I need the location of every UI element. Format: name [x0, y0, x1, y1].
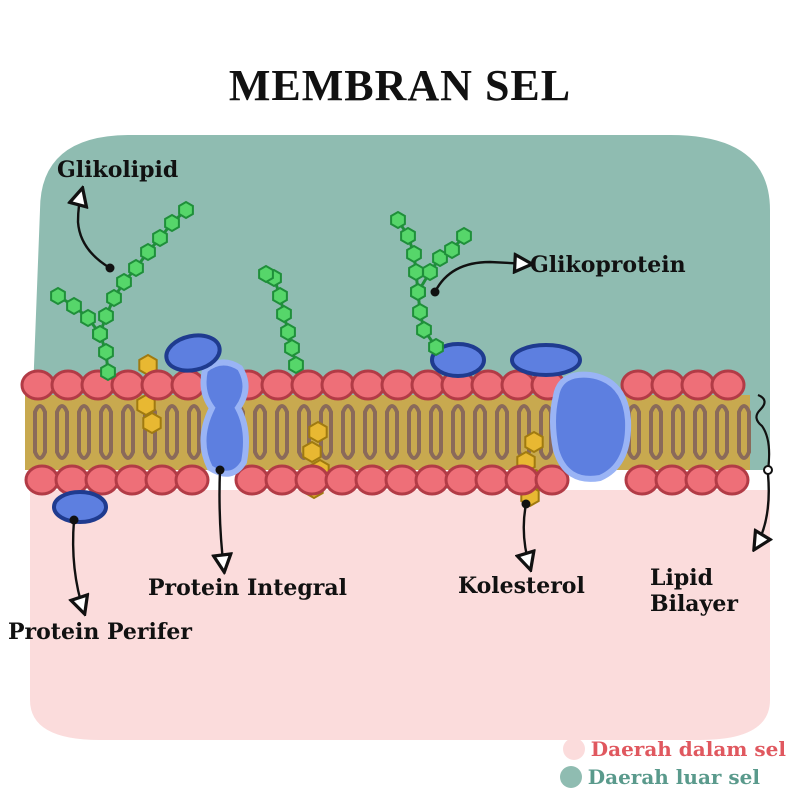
- sugar-unit: [289, 357, 303, 373]
- phospholipid-head-bottom: [86, 466, 118, 494]
- sugar-unit: [99, 308, 113, 324]
- phospholipid-head-bottom: [656, 466, 688, 494]
- sugar-unit: [281, 324, 295, 340]
- legend-swatch-inside: [563, 738, 585, 760]
- phospholipid-head-top: [352, 371, 384, 399]
- legend-item-inside: Daerah dalam sel: [563, 737, 786, 761]
- integral-protein: [553, 375, 628, 479]
- sugar-unit: [409, 264, 423, 280]
- integral-protein: [203, 362, 246, 473]
- sugar-unit: [141, 244, 155, 260]
- cholesterol-ring: [525, 432, 542, 452]
- phospholipid-head-bottom: [56, 466, 88, 494]
- sugar-unit: [445, 242, 459, 258]
- phospholipid-head-bottom: [686, 466, 718, 494]
- sugar-unit: [99, 344, 113, 360]
- legend-item-outside: Daerah luar sel: [560, 765, 760, 789]
- phospholipid-head-bottom: [476, 466, 508, 494]
- pointer-dot: [106, 264, 115, 273]
- sugar-unit: [407, 246, 421, 262]
- label-lipid-bilayer-line2: Bilayer: [650, 591, 738, 617]
- phospholipid-head-top: [622, 371, 654, 399]
- phospholipid-head-top: [412, 371, 444, 399]
- sugar-unit: [153, 230, 167, 246]
- sugar-unit: [81, 310, 95, 326]
- phospholipid-head-bottom: [386, 466, 418, 494]
- sugar-unit: [259, 266, 273, 282]
- sugar-unit: [423, 264, 437, 280]
- sugar-unit: [413, 304, 427, 320]
- phospholipid-head-bottom: [356, 466, 388, 494]
- peripheral-protein: [512, 345, 580, 375]
- phospholipid-head-top: [172, 371, 204, 399]
- phospholipid-head-top: [712, 371, 744, 399]
- legend-swatch-outside: [560, 766, 582, 788]
- phospholipid-head-top: [502, 371, 534, 399]
- cholesterol-ring: [303, 442, 320, 462]
- phospholipid-head-bottom: [716, 466, 748, 494]
- sugar-unit: [417, 322, 431, 338]
- phospholipid-head-bottom: [26, 466, 58, 494]
- sugar-unit: [117, 274, 131, 290]
- phospholipid-head-top: [382, 371, 414, 399]
- sugar-unit: [165, 215, 179, 231]
- pointer-dot: [70, 516, 79, 525]
- label-glikolipid: Glikolipid: [57, 157, 178, 183]
- phospholipid-head-bottom: [116, 466, 148, 494]
- sugar-unit: [429, 339, 443, 355]
- bilayer-brace-node: [764, 466, 772, 474]
- diagram-title: MEMBRAN SEL: [0, 60, 800, 111]
- sugar-unit: [67, 298, 81, 314]
- label-glikoprotein: Glikoprotein: [530, 252, 686, 278]
- phospholipid-head-top: [22, 371, 54, 399]
- label-protein-perifer: Protein Perifer: [8, 619, 192, 645]
- sugar-unit: [93, 326, 107, 342]
- sugar-unit: [411, 284, 425, 300]
- label-lipid-bilayer-line1: Lipid: [650, 565, 713, 591]
- sugar-unit: [277, 306, 291, 322]
- pointer-dot: [431, 288, 440, 297]
- phospholipid-head-bottom: [266, 466, 298, 494]
- legend-label-outside: Daerah luar sel: [588, 765, 760, 789]
- legend-label-inside: Daerah dalam sel: [591, 737, 786, 761]
- phospholipid-head-top: [292, 371, 324, 399]
- phospholipid-head-top: [112, 371, 144, 399]
- sugar-unit: [457, 228, 471, 244]
- sugar-unit: [273, 288, 287, 304]
- sugar-unit: [179, 202, 193, 218]
- phospholipid-head-top: [322, 371, 354, 399]
- cholesterol-ring: [309, 422, 326, 442]
- sugar-unit: [51, 288, 65, 304]
- phospholipid-head-bottom: [146, 466, 178, 494]
- sugar-unit: [401, 228, 415, 244]
- phospholipid-head-top: [52, 371, 84, 399]
- pointer-dot: [522, 500, 531, 509]
- phospholipid-head-top: [472, 371, 504, 399]
- phospholipid-head-bottom: [296, 466, 328, 494]
- phospholipid-head-bottom: [506, 466, 538, 494]
- phospholipid-head-bottom: [626, 466, 658, 494]
- phospholipid-head-bottom: [326, 466, 358, 494]
- phospholipid-head-top: [142, 371, 174, 399]
- peripheral-protein: [54, 492, 106, 522]
- phospholipid-head-bottom: [446, 466, 478, 494]
- phospholipid-head-bottom: [416, 466, 448, 494]
- phospholipid-head-bottom: [176, 466, 208, 494]
- label-kolesterol: Kolesterol: [458, 573, 585, 599]
- pointer-dot: [216, 466, 225, 475]
- sugar-unit: [101, 364, 115, 380]
- sugar-unit: [285, 340, 299, 356]
- phospholipid-head-top: [652, 371, 684, 399]
- sugar-unit: [129, 260, 143, 276]
- phospholipid-head-top: [262, 371, 294, 399]
- sugar-unit: [107, 290, 121, 306]
- label-protein-integral: Protein Integral: [148, 575, 347, 601]
- phospholipid-head-top: [682, 371, 714, 399]
- sugar-unit: [391, 212, 405, 228]
- cholesterol-ring: [143, 413, 160, 433]
